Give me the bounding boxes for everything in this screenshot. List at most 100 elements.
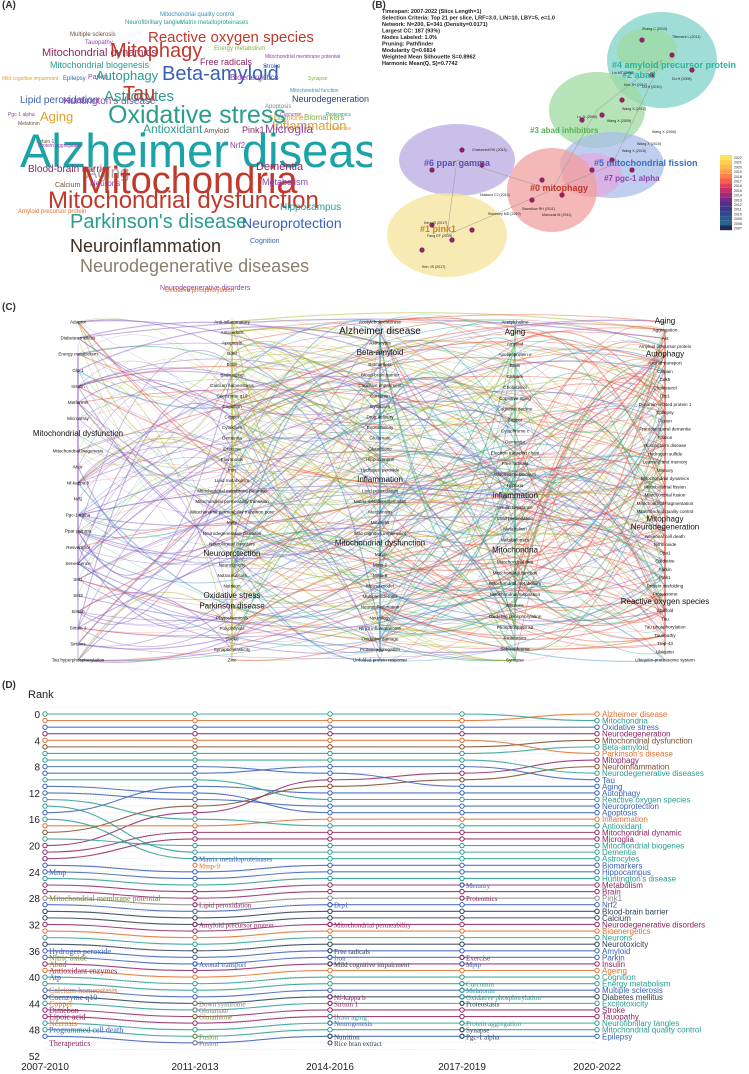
network-edge (231, 329, 381, 629)
series-point (594, 928, 600, 934)
y-tick-label: 44 (29, 999, 41, 1010)
series-point (192, 803, 198, 809)
network-edge (231, 480, 381, 560)
series-point (594, 816, 600, 822)
network-edge (231, 321, 381, 586)
series-end-label: Hippocampus (602, 868, 651, 877)
series-point (192, 934, 198, 941)
network-edge (514, 387, 666, 588)
mid-term-label: Nf-kappa b (334, 994, 366, 1002)
network-term: Synaptic plasticity (214, 647, 251, 652)
series-point (42, 928, 48, 934)
network-edge (77, 389, 666, 463)
author-label: Lo JL (2008) (577, 115, 597, 119)
author-label: Sweeney MD (2019) (488, 212, 521, 216)
network-edge (514, 404, 666, 651)
network-edge (379, 553, 516, 661)
network-edge (77, 422, 516, 564)
network-edge (231, 343, 381, 523)
network-edge (379, 617, 666, 650)
network-term: Mtor (73, 464, 83, 469)
network-edge (379, 405, 666, 640)
cluster-node (559, 192, 565, 198)
cloud-word: Astrocytes (104, 88, 174, 105)
network-edge (77, 319, 666, 516)
network-edge (231, 456, 666, 576)
legend-year: 2013 (734, 198, 742, 202)
network-edge (231, 351, 381, 555)
series-end-label: Pink1 (602, 894, 623, 903)
mid-term-label: Synapse (466, 1027, 489, 1035)
cloud-word: Mitochondrial dynamics (42, 47, 157, 59)
network-edge (77, 563, 381, 647)
network-edge (514, 471, 666, 573)
network-term: Sirtuin (71, 609, 84, 614)
series-end-label: Stroke (602, 1006, 626, 1015)
network-term: Sirtuin 1 (70, 625, 87, 630)
network-edge (514, 321, 666, 633)
network-edge (231, 356, 666, 429)
series-point (42, 783, 48, 790)
network-edge (231, 544, 666, 661)
series-point (594, 961, 600, 967)
network-term: Synapse (506, 658, 524, 663)
series-end-label: Tau (602, 776, 615, 785)
series-line (44, 1029, 597, 1037)
network-term: Dementia (505, 439, 525, 444)
term-point (459, 1020, 465, 1026)
network-edge (514, 344, 666, 530)
series-point (594, 731, 600, 737)
network-edge (77, 492, 666, 580)
series-point (42, 987, 48, 993)
cloud-word: Neurofibrillary tangles (125, 20, 183, 26)
network-edge (379, 361, 516, 428)
series-point (192, 928, 198, 934)
network-edge (231, 480, 516, 661)
network-edge (77, 485, 666, 529)
network-edge (231, 327, 666, 479)
network-term: Lipid peroxidation (362, 489, 398, 494)
cloud-word: Microglia (265, 122, 313, 136)
network-edge (379, 364, 666, 640)
network-edge (231, 419, 516, 576)
network-edge (379, 371, 666, 537)
network-term: Excitotoxicity (367, 425, 394, 430)
term-point (459, 882, 465, 888)
series-line (44, 805, 597, 853)
series-point (192, 783, 198, 790)
cloud-word: Mitochondrial biogenesis (50, 60, 150, 70)
network-edge (77, 326, 381, 371)
network-edge (379, 530, 516, 639)
network-term: Proteomics (504, 636, 528, 641)
series-point (192, 980, 198, 987)
cloud-word: Protein aggregation (38, 143, 82, 149)
network-term: Mmp-2 (373, 562, 388, 567)
series-end-label: Insulin (602, 960, 625, 969)
network-edge (231, 328, 666, 545)
y-tick-label: 20 (29, 842, 41, 853)
network-term: Oxidative (655, 559, 675, 564)
cloud-word: Dementia (256, 161, 304, 173)
network-edge (514, 330, 666, 479)
legend-year: 2017 (734, 180, 742, 184)
network-term: Zinc (228, 658, 237, 663)
series-point (459, 809, 465, 816)
network-term: Acetylcholinesterase (359, 320, 402, 325)
series-point (42, 770, 48, 776)
network-term: Ubiquitin-proteasome system (635, 658, 695, 663)
network-edge (77, 337, 516, 416)
cloud-word: Glutathione (268, 115, 304, 122)
network-edge (379, 343, 516, 591)
network-term: Unfolded protein response (353, 658, 407, 663)
network-term: Mitochondrial fusion (645, 493, 686, 498)
series-point (192, 888, 198, 895)
network-term: Pgc-1 alpha (66, 513, 91, 518)
network-edge (77, 527, 516, 661)
mid-term-label: Matrix metalloproteinases (199, 856, 273, 864)
series-point (594, 1033, 600, 1039)
network-edge (231, 385, 666, 473)
network-term: Neurons (506, 603, 524, 608)
network-edge (231, 370, 381, 576)
network-edge (77, 501, 381, 584)
network-edge (514, 496, 666, 614)
